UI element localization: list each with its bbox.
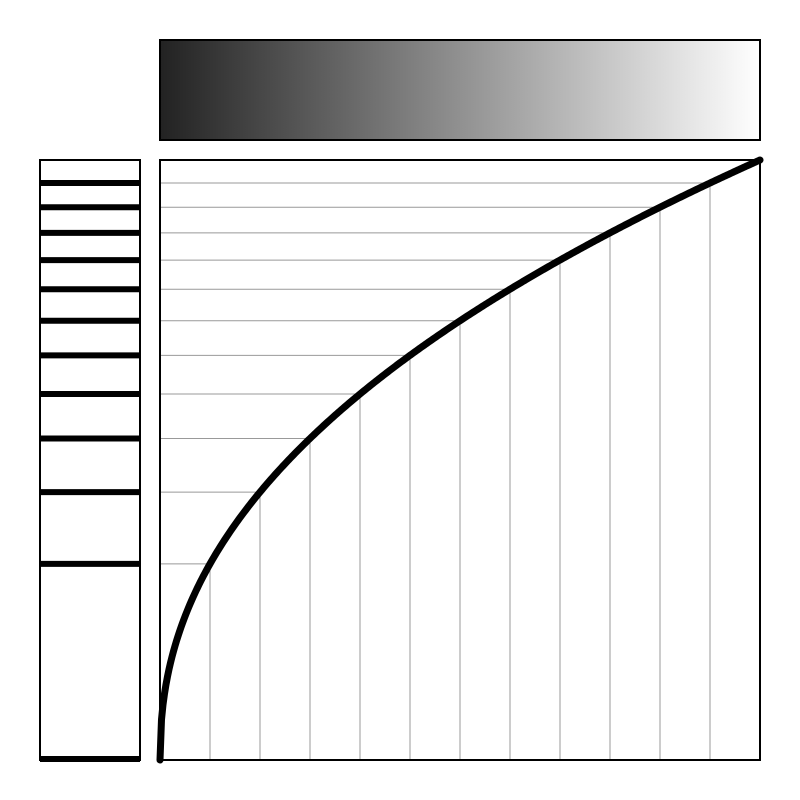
tick-strip xyxy=(39,159,141,762)
gamma-curve xyxy=(156,156,764,764)
gradient-bar xyxy=(159,39,761,141)
plot-frame xyxy=(159,159,761,761)
grid-lines xyxy=(160,182,711,760)
tick-strip-frame xyxy=(39,159,141,761)
plot-area xyxy=(156,156,764,764)
